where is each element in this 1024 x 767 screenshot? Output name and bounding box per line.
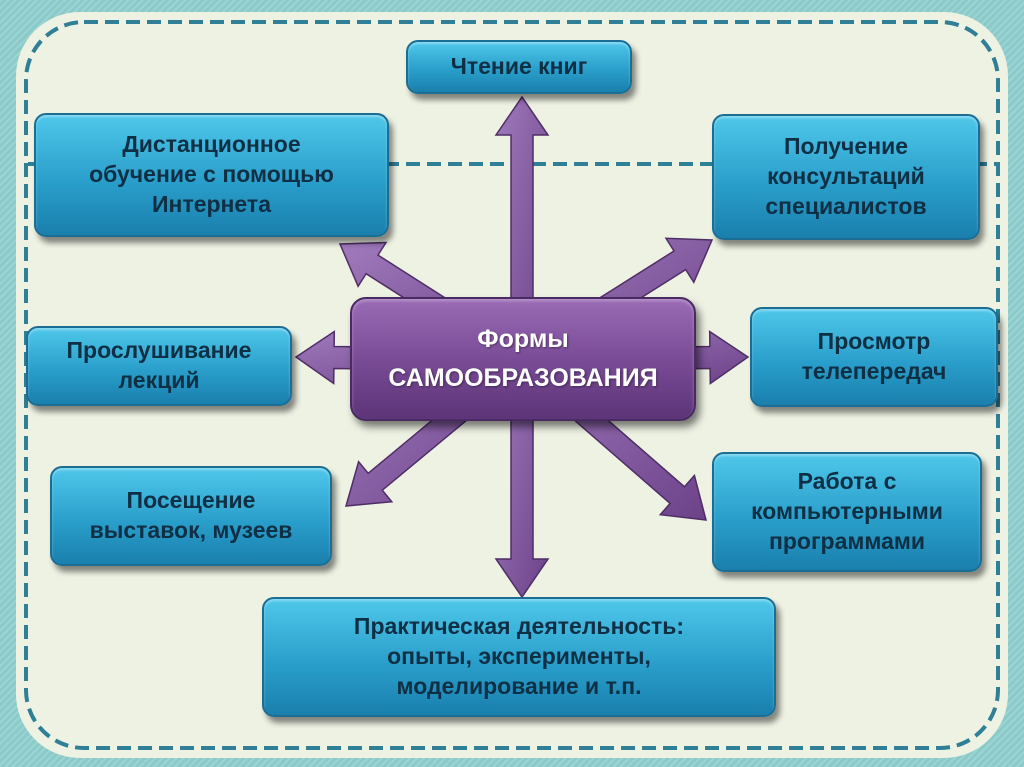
node-reading-books: Чтение книг [406,40,632,94]
node-exhibitions: Посещение выставок, музеев [50,466,332,566]
node-distance-learning: Дистанционное обучение с помощью Интерне… [34,113,389,237]
node-computer-programs: Работа с компьютерными программами [712,452,982,572]
center-node: Формы САМООБРАЗОВАНИЯ [350,297,696,421]
node-lectures: Прослушивание лекций [26,326,292,406]
node-consultations: Получение консультаций специалистов [712,114,980,240]
node-practical-activity: Практическая деятельность: опыты, экспер… [262,597,776,717]
node-tv-programs: Просмотр телепередач [750,307,998,407]
